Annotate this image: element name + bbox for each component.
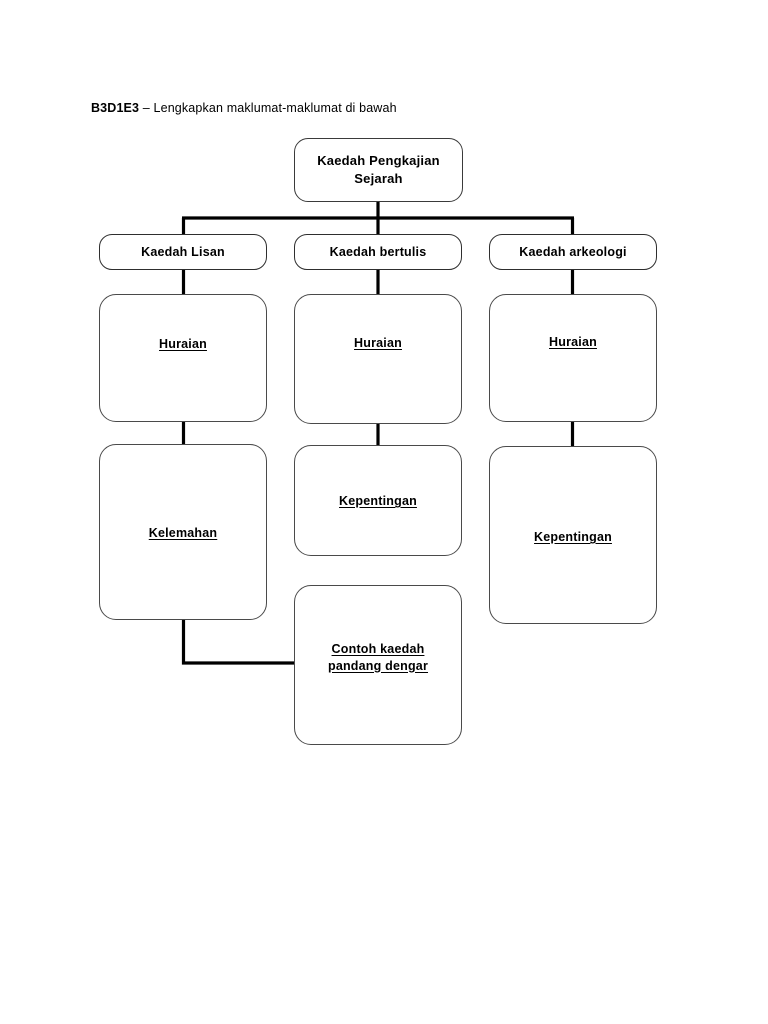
node-root-label: Kaedah Pengkajian Sejarah — [317, 153, 440, 186]
node-category-kaedah-arkeologi: Kaedah arkeologi — [489, 234, 657, 270]
task-instruction: – Lengkapkan maklumat-maklumat di bawah — [139, 101, 397, 115]
answer-box-lisan-kelemahan[interactable]: Kelemahan — [99, 444, 267, 620]
node-category-kaedah-arkeologi-label: Kaedah arkeologi — [519, 244, 627, 259]
answer-box-lisan-huraian[interactable]: Huraian — [99, 294, 267, 422]
answer-box-arkeologi-huraian-label: Huraian — [549, 335, 597, 349]
node-root: Kaedah Pengkajian Sejarah — [294, 138, 463, 202]
answer-box-bertulis-huraian-label: Huraian — [354, 336, 402, 350]
answer-box-lisan-huraian-label: Huraian — [159, 337, 207, 351]
page-title: B3D1E3 – Lengkapkan maklumat-maklumat di… — [91, 100, 397, 116]
node-category-kaedah-lisan: Kaedah Lisan — [99, 234, 267, 270]
answer-box-bertulis-kepentingan[interactable]: Kepentingan — [294, 445, 462, 556]
answer-box-bertulis-huraian[interactable]: Huraian — [294, 294, 462, 424]
connector-kelemahan-to-contoh — [181, 620, 295, 665]
answer-box-bertulis-kepentingan-label: Kepentingan — [339, 494, 417, 508]
node-category-kaedah-bertulis: Kaedah bertulis — [294, 234, 462, 270]
node-category-kaedah-lisan-label: Kaedah Lisan — [141, 244, 225, 259]
task-code: B3D1E3 — [91, 101, 140, 115]
answer-box-arkeologi-kepentingan-label: Kepentingan — [534, 530, 612, 544]
node-category-kaedah-bertulis-label: Kaedah bertulis — [329, 244, 427, 259]
answer-box-bertulis-contoh-label: Contoh kaedah pandang dengar — [327, 642, 429, 673]
answer-box-arkeologi-kepentingan[interactable]: Kepentingan — [489, 446, 657, 624]
answer-box-lisan-kelemahan-label: Kelemahan — [148, 526, 218, 540]
answer-box-bertulis-contoh[interactable]: Contoh kaedah pandang dengar — [294, 585, 462, 745]
answer-box-arkeologi-huraian[interactable]: Huraian — [489, 294, 657, 422]
